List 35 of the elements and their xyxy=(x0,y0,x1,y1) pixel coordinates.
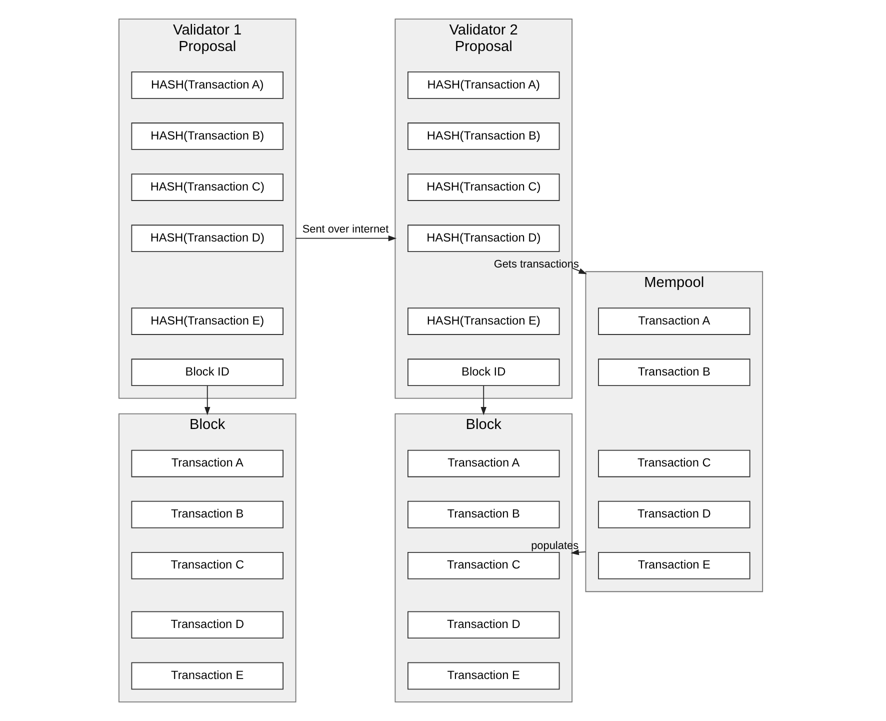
node-box: Transaction A xyxy=(406,450,560,478)
node-box: Transaction E xyxy=(598,552,750,580)
node-box: Transaction D xyxy=(406,611,560,639)
node-box: Transaction C xyxy=(406,552,560,580)
node-box: Transaction B xyxy=(406,500,560,528)
arrow xyxy=(294,235,396,242)
edge-label: Sent over internet xyxy=(302,224,388,236)
node-box: Transaction A xyxy=(598,308,750,335)
node-box: Block ID xyxy=(406,358,560,386)
node-box: HASH(Transaction C) xyxy=(130,174,283,201)
node-box: Transaction E xyxy=(130,662,283,690)
node-box: Block ID xyxy=(130,358,283,386)
node-box: Transaction C xyxy=(598,450,750,478)
node-box: Transaction E xyxy=(406,662,560,690)
node-box: HASH(Transaction A) xyxy=(130,72,283,99)
arrow xyxy=(480,385,486,416)
node-box: HASH(Transaction C) xyxy=(406,174,560,201)
node-box: HASH(Transaction B) xyxy=(130,122,283,150)
arrow xyxy=(571,268,586,274)
node-box: HASH(Transaction D) xyxy=(406,224,560,252)
edge-label: populates xyxy=(530,540,578,552)
node-box: HASH(Transaction A) xyxy=(406,72,560,99)
arrow xyxy=(204,385,210,416)
node-box: HASH(Transaction B) xyxy=(406,122,560,150)
node-box: Transaction B xyxy=(130,500,283,528)
node-box: Transaction D xyxy=(130,611,283,639)
node-box: Transaction B xyxy=(598,358,750,386)
arrow xyxy=(570,549,586,556)
node-box: Transaction D xyxy=(598,500,750,528)
node-box: HASH(Transaction D) xyxy=(130,224,283,252)
edge-label: Gets transactions xyxy=(493,258,578,271)
node-box: Transaction C xyxy=(130,552,283,580)
node-box: HASH(Transaction E) xyxy=(406,308,560,335)
node-box: HASH(Transaction E) xyxy=(130,308,283,335)
node-box: Transaction A xyxy=(130,450,283,478)
